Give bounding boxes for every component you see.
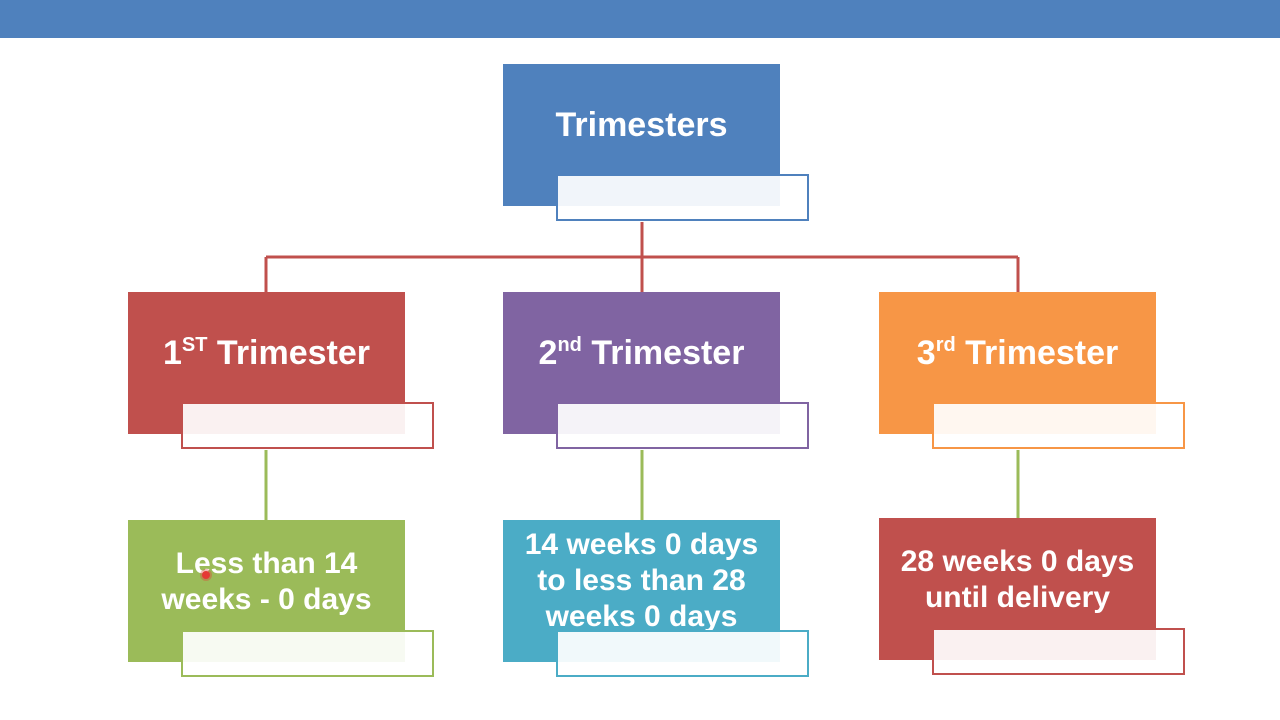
trimester-word-1: Trimester (216, 334, 371, 372)
trimester-subbox-1 (181, 402, 434, 449)
root-subbox (556, 174, 809, 221)
trimester-subbox-2 (556, 402, 809, 449)
detail-text-1: Less than 14 weeks - 0 days (161, 547, 372, 616)
detail-subbox-2 (556, 630, 809, 677)
trimester-word-3: Trimester (965, 334, 1119, 372)
detail-text-3: 28 weeks 0 days until delivery (900, 545, 1135, 614)
mouse-cursor-indicator (202, 571, 210, 579)
trimester-number-1: 1 (162, 334, 182, 372)
trimester-number-2: 2 (538, 334, 558, 372)
detail-subbox-1 (181, 630, 434, 677)
trimester-label-2: 2nd Trimester (531, 333, 753, 373)
detail-subbox-3 (932, 628, 1185, 675)
trimester-suffix-2: nd (557, 334, 582, 356)
trimester-suffix-1: ST (181, 334, 208, 356)
trimester-number-3: 3 (916, 334, 936, 372)
detail-text-2: 14 weeks 0 days to less than 28 weeks 0 … (524, 528, 759, 633)
trimester-suffix-3: rd (935, 334, 956, 356)
top-banner (0, 0, 1280, 38)
trimester-label-1: 1ST Trimester (155, 333, 378, 373)
trimester-word-2: Trimester (591, 334, 745, 372)
trimester-subbox-3 (932, 402, 1185, 449)
trimester-label-3: 3rd Trimester (909, 333, 1126, 373)
root-label: Trimesters (555, 106, 728, 144)
